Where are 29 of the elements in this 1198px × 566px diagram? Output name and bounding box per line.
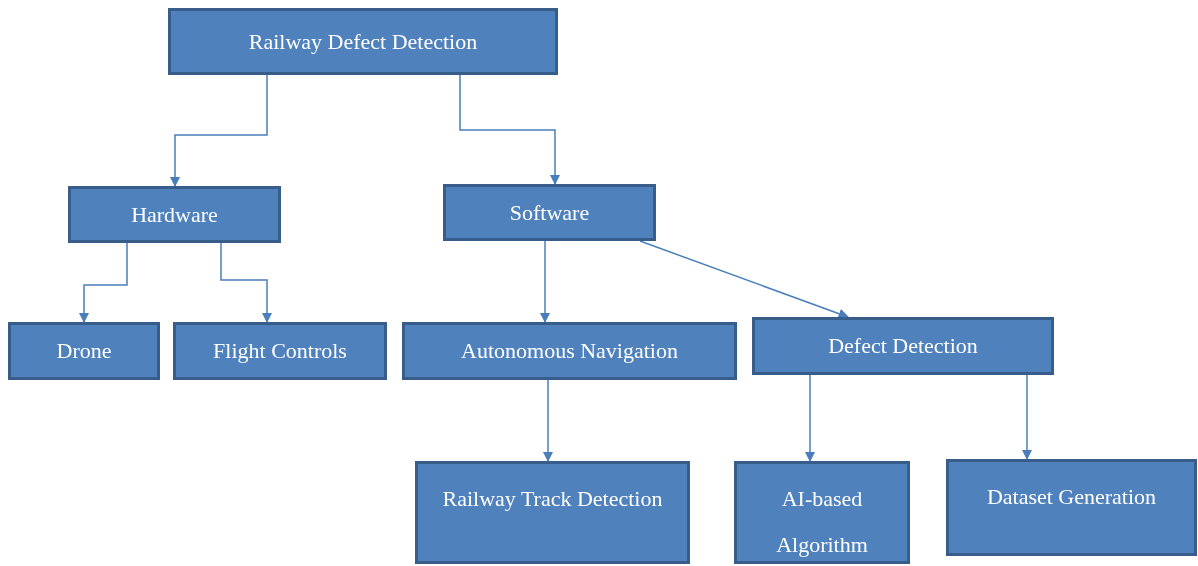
arrow <box>1021 374 1033 461</box>
process-box <box>415 461 690 564</box>
box-label: Defect Detection <box>828 332 978 360</box>
process-box <box>8 322 160 380</box>
box-label: Railway Track Detection <box>442 485 663 513</box>
arrow <box>542 379 554 463</box>
box-label: Autonomous Navigation <box>461 337 678 365</box>
box-label: Drone <box>56 337 112 365</box>
box-label: Dataset Generation <box>986 483 1157 511</box>
arrow <box>639 240 849 319</box>
process-box <box>402 322 737 380</box>
box-label: Hardware <box>131 200 218 229</box>
process-box <box>173 322 387 380</box>
process-box <box>946 459 1197 556</box>
process-box <box>168 8 558 75</box>
process-box <box>68 186 281 243</box>
process-box <box>734 461 910 564</box>
arrow <box>539 240 551 324</box>
box-label: Software <box>509 198 590 227</box>
arrow <box>804 374 816 463</box>
box-label: AI-based Algorithm <box>775 485 869 559</box>
box-label: Flight Controls <box>213 337 347 365</box>
arrow <box>459 74 561 186</box>
arrow <box>78 242 128 324</box>
process-box <box>752 317 1054 375</box>
process-box <box>443 184 656 241</box>
arrow <box>220 242 273 324</box>
box-label: Railway Defect Detection <box>248 27 478 56</box>
arrow <box>169 74 268 188</box>
